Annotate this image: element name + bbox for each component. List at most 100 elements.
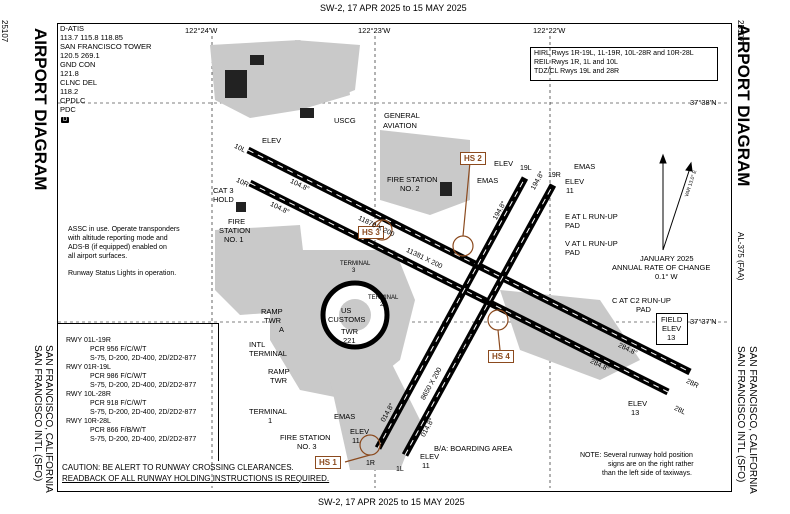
lighting-box: HIRL Rwys 1R-19L, 1L-19R, 10L-28R and 10… — [530, 47, 718, 81]
pcr-value: PCR 956 F/C/W/T — [90, 346, 147, 353]
elev-label: ELEV — [565, 177, 585, 186]
decl-line: 0.1° W — [655, 272, 678, 281]
pcr-value: PCR 986 F/C/W/T — [90, 373, 147, 380]
fire2-label: FIRE STATION — [387, 175, 438, 184]
hotspot-hs4: HS 4 — [488, 350, 514, 363]
hotspot-hs2: HS 2 — [460, 152, 486, 165]
magnetic-arrow — [659, 153, 693, 251]
pcr-value: PCR 866 F/B/W/T — [90, 427, 147, 434]
uscg-label: USCG — [334, 116, 356, 125]
pcr-s: S-75, D-200, 2D-400, 2D/2D2-877 — [90, 409, 197, 416]
fire2-label2: NO. 2 — [400, 184, 420, 193]
freq-line: GND CON — [60, 60, 96, 69]
freq-line: 113.7 115.8 118.85 — [60, 33, 123, 42]
twr-label: TWR — [341, 327, 359, 336]
v-runup-label2: PAD — [565, 248, 580, 257]
e-runup-label2: PAD — [565, 221, 580, 230]
caution-line-2: READBACK OF ALL RUNWAY HOLDING INSTRUCTI… — [62, 474, 330, 483]
customs-label: US — [341, 306, 352, 315]
term2-label: TERMINAL — [368, 295, 399, 301]
gen-av-label: GENERAL — [384, 111, 420, 120]
pcr-s: S-75, D-200, 2D-400, 2D/2D2-877 — [90, 355, 197, 362]
caution-line: CAUTION: BE ALERT TO RUNWAY CROSSING CLE… — [62, 463, 294, 472]
terminal-ring — [320, 280, 390, 350]
ramp-twr-b: RAMP — [268, 367, 290, 376]
field-elev-box: FIELD ELEV 13 — [656, 313, 688, 345]
freq-line: D-ATIS — [60, 24, 85, 33]
ramp-twr-label3: A — [279, 325, 285, 334]
cat3-label: CAT 3 — [213, 186, 234, 195]
fire1-label2: STATION — [219, 226, 251, 235]
ramp-twr-label: RAMP — [261, 307, 283, 316]
elev-label: ELEV — [420, 452, 440, 461]
freq-line: PDC — [60, 105, 76, 114]
note-line: ADS-B (if equipped) enabled on — [68, 244, 167, 251]
fire1-label: FIRE — [228, 217, 246, 226]
elev-label: ELEV — [494, 159, 514, 168]
term3-label: TERMINAL — [340, 261, 371, 267]
pcr-value: PCR 918 F/C/W/T — [90, 400, 147, 407]
note-line: all airport surfaces. — [68, 253, 128, 260]
pcr-rwy: RWY 10L-28R — [66, 391, 111, 398]
emas-label: EMAS — [334, 412, 356, 421]
note-right: NOTE: Several runway hold position — [580, 452, 693, 459]
customs-label2: CUSTOMS — [328, 315, 366, 324]
lighting-line: HIRL Rwys 1R-19L, 1L-19R, 10L-28R and 10… — [534, 50, 694, 57]
c-runup-label: C AT C2 RUN-UP — [612, 296, 671, 305]
twr-elev: 221 — [343, 336, 356, 345]
fire3-label2: NO. 3 — [297, 442, 317, 451]
field-label: FIELD — [661, 315, 683, 324]
pcr-s: S-75, D-200, 2D-400, 2D/2D2-877 — [90, 382, 197, 389]
pcr-rwy: RWY 10R-28L — [66, 418, 111, 425]
diagram-frame — [57, 23, 732, 492]
decl-line: ANNUAL RATE OF CHANGE — [612, 263, 711, 272]
term3-label2: 3 — [352, 268, 356, 274]
freq-line: CPDLC — [60, 96, 86, 105]
freq-line: 118.2 — [60, 87, 79, 96]
lighting-line: TDZ/CL Rwys 19L and 28R — [534, 68, 620, 75]
footer-date: SW-2, 17 APR 2025 to 15 MAY 2025 — [318, 497, 465, 507]
elev-label: ELEV — [262, 136, 282, 145]
cat3-label2: HOLD — [213, 195, 234, 204]
gen-av-label2: AVIATION — [383, 121, 417, 130]
elev-value: 11 — [422, 461, 430, 470]
rwy-end-1l: 1L — [396, 466, 404, 473]
elev-label: ELEV — [350, 427, 370, 436]
hotspot-hs1: HS 1 — [315, 456, 341, 469]
intl-label: INTL — [249, 340, 266, 349]
rwy-end-19l: 19L — [520, 165, 532, 172]
decl-line: JANUARY 2025 — [640, 254, 694, 263]
lon-label: 122°22'W — [533, 26, 566, 35]
lon-label: 122°23'W — [358, 26, 391, 35]
freq-line: 120.5 269.1 — [60, 51, 100, 60]
boarding-area-legend: B/A: BOARDING AREA — [434, 444, 513, 453]
emas-label: EMAS — [477, 176, 499, 185]
note-line: ASSC in use. Operate transponders — [68, 226, 180, 233]
pdc-badge: D — [61, 117, 70, 124]
ramp-twr-label2: TWR — [264, 316, 282, 325]
term1-label2: 1 — [268, 416, 273, 425]
elev-value: 11 — [352, 436, 360, 445]
intl-label2: TERMINAL — [249, 349, 287, 358]
fire3-label: FIRE STATION — [280, 433, 331, 442]
header-date: SW-2, 17 APR 2025 to 15 MAY 2025 — [320, 3, 467, 13]
term1-label: TERMINAL — [249, 407, 287, 416]
e-runup-label: E AT L RUN-UP — [565, 212, 618, 221]
lighting-line: REIL Rwys 1R, 1L and 10L — [534, 59, 618, 66]
fire1-label3: NO. 1 — [224, 235, 244, 244]
elev-value: 13 — [631, 408, 640, 417]
lat-label: 37°37'N — [690, 317, 717, 326]
lon-label: 122°24'W — [185, 26, 218, 35]
hotspot-hs3: HS 3 — [358, 226, 384, 239]
field-elev-label: ELEV — [662, 324, 682, 333]
lat-label: 37°38'N — [690, 98, 717, 107]
rwy-end-19r: 19R — [548, 172, 561, 179]
emas-label: EMAS — [574, 162, 596, 171]
ramp-twr-b2: TWR — [270, 376, 288, 385]
freq-line: CLNC DEL — [60, 78, 98, 87]
freq-line: 121.8 — [60, 69, 79, 78]
runways — [246, 146, 692, 457]
pcr-table — [58, 323, 219, 461]
note-line: Runway Status Lights in operation. — [68, 270, 177, 277]
